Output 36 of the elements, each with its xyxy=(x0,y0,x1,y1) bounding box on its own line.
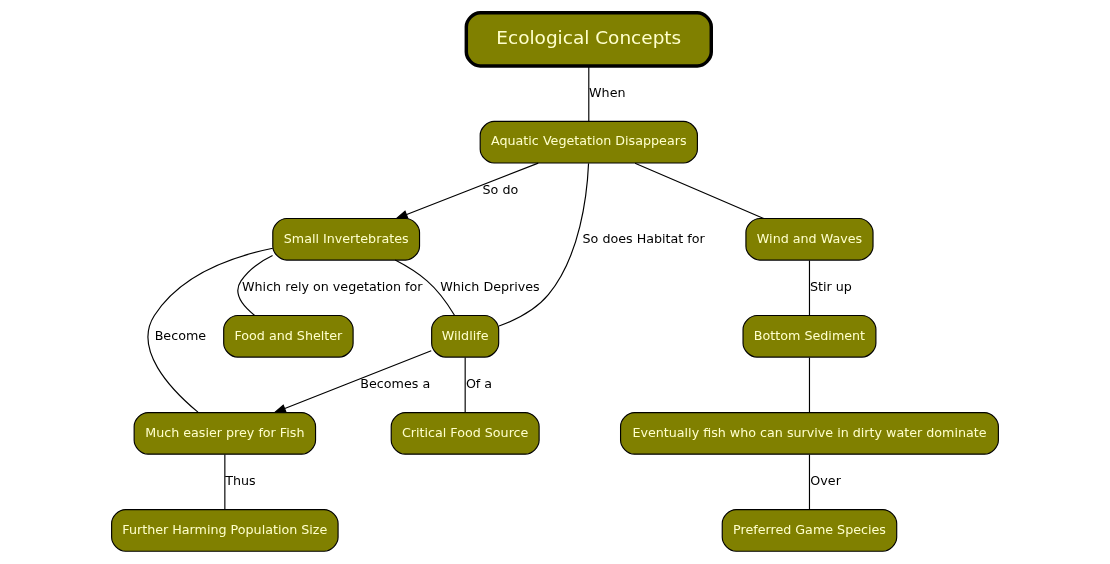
connector xyxy=(394,259,456,316)
node-box: Food and Shelter xyxy=(223,314,354,358)
edge-label: Thus xyxy=(225,473,256,489)
connector xyxy=(147,247,274,413)
node-box: Ecological Concepts xyxy=(464,11,713,68)
connector xyxy=(588,65,590,122)
connector xyxy=(808,259,811,316)
node-box: Much easier prey for Fish xyxy=(133,412,317,455)
connector xyxy=(808,356,811,414)
node-box: Wildlife xyxy=(431,314,500,358)
edge-label: Stir up xyxy=(809,279,852,295)
node-box: Wind and Waves xyxy=(745,217,874,261)
connector xyxy=(498,162,590,327)
node-box: Further Harming Population Size xyxy=(111,509,339,552)
node-box: Small Invertebrates xyxy=(272,217,421,261)
edge-label: So does Habitat for xyxy=(582,230,705,246)
edge-label: Of a xyxy=(465,376,493,392)
edge-label: Which rely on vegetation for xyxy=(242,279,423,295)
connector xyxy=(464,356,466,414)
arrow xyxy=(395,162,539,219)
edge-label: So do xyxy=(482,181,519,197)
node-box: Bottom Sediment xyxy=(742,314,877,358)
edge-label: Over xyxy=(810,473,841,489)
connector xyxy=(224,454,226,511)
node-box: Eventually fish who can survive in dirty water dominate xyxy=(620,412,999,455)
node-box: Aquatic Vegetation Disappears xyxy=(479,120,698,164)
node-box: Preferred Game Species xyxy=(721,509,898,552)
edge-label: Become xyxy=(154,327,207,343)
arrow xyxy=(273,350,432,414)
node-box: Critical Food Source xyxy=(390,412,540,455)
edge-label: When xyxy=(589,84,626,100)
connector xyxy=(808,454,811,511)
connector xyxy=(237,254,274,316)
edge-label: Becomes a xyxy=(360,376,431,392)
edge-label: Which Deprives xyxy=(440,279,540,295)
connector xyxy=(634,162,765,219)
